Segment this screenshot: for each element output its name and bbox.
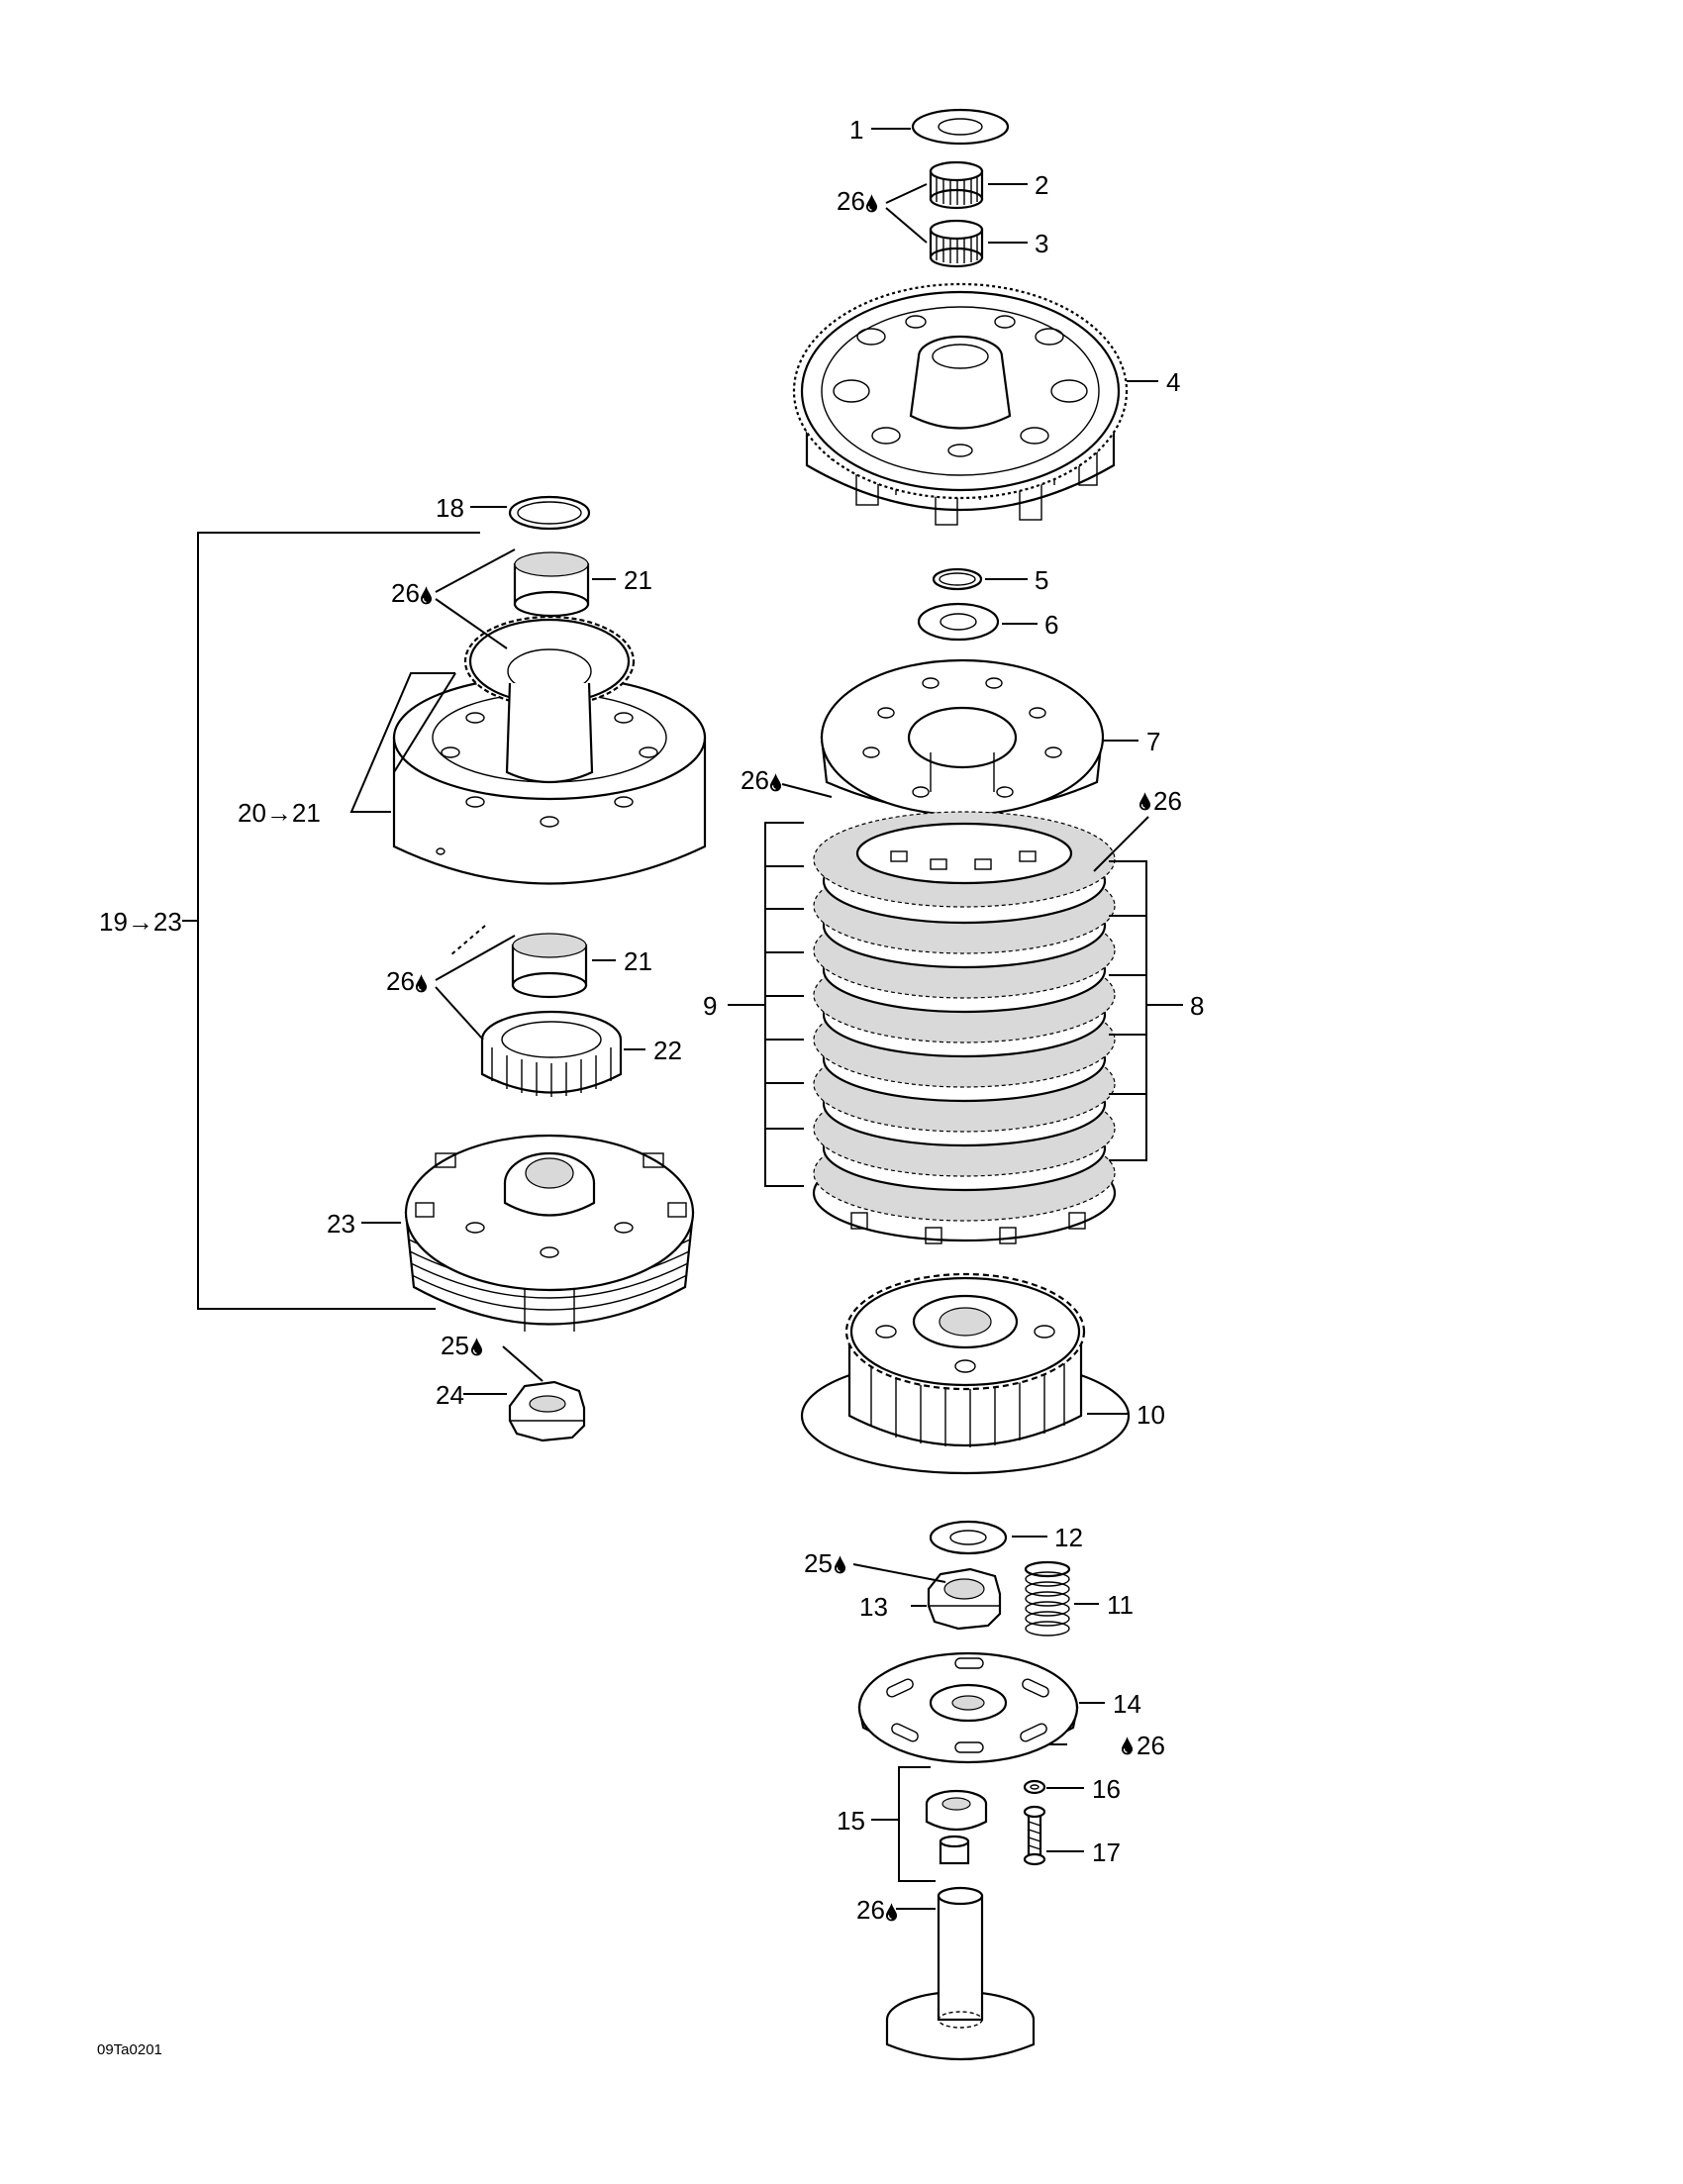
pushrod [885, 1886, 1036, 2061]
part-22-sprag-clutch [480, 1010, 623, 1097]
lubricant-drop-icon [885, 1903, 898, 1922]
lubricant-drop-icon [865, 194, 878, 213]
part-16-washer [1023, 1779, 1046, 1795]
label-19-23: 19→23 [99, 907, 182, 937]
label-16: 16 [1092, 1774, 1121, 1804]
drawing-code: 09Ta0201 [97, 2041, 162, 2058]
part-21-bushing-upper [513, 551, 590, 618]
part-21-bushing-lower [511, 933, 588, 999]
label-20-21: 20→21 [238, 798, 321, 828]
lubricant-drop-icon [769, 773, 782, 792]
label-23: 23 [327, 1209, 355, 1239]
label-21-b: 21 [624, 946, 652, 976]
part-12-washer [929, 1520, 1008, 1555]
part-7-pressure-plate [820, 658, 1105, 817]
label-26-b: 26 [741, 765, 769, 795]
label-26-e: 26 [856, 1895, 885, 1925]
lubricant-drop-icon [834, 1555, 846, 1574]
label-26-f: 26 [391, 578, 420, 608]
label-14: 14 [1113, 1689, 1141, 1719]
part-13-nut [927, 1567, 1002, 1631]
lubricant-drop-icon [1138, 792, 1151, 811]
label-25-b: 25 [804, 1548, 833, 1578]
label-26-c: 26 [1153, 786, 1182, 816]
label-7: 7 [1146, 727, 1160, 756]
label-18: 18 [436, 493, 464, 523]
label-24: 24 [436, 1380, 464, 1410]
part-10-clutch-hub [800, 1272, 1131, 1475]
part-20-starter-drive-gear [392, 615, 707, 885]
part-6-washer [917, 602, 1000, 642]
label-26-a: 26 [837, 186, 865, 216]
part-15-ball-bearing [925, 1789, 988, 1865]
lubricant-drop-icon [415, 974, 428, 993]
label-15: 15 [837, 1806, 865, 1836]
label-9: 9 [703, 991, 717, 1021]
label-1: 1 [849, 115, 863, 145]
part-24-nut [508, 1380, 586, 1442]
part-17-screw [1023, 1805, 1046, 1866]
part-11-spring [1024, 1560, 1071, 1637]
part-14-release-plate [857, 1651, 1079, 1764]
part-3-needle-bearing [929, 219, 984, 268]
label-22: 22 [653, 1036, 682, 1065]
callout-labels: 1 2 3 26 4 5 6 7 26 26 9 8 10 12 25 13 1… [97, 115, 1204, 2058]
label-13: 13 [859, 1592, 888, 1622]
label-21-a: 21 [624, 565, 652, 595]
lubricant-drop-icon [420, 586, 433, 605]
label-2: 2 [1035, 170, 1048, 200]
label-5: 5 [1035, 565, 1048, 595]
lubricant-drop-icon [1121, 1737, 1134, 1755]
label-6: 6 [1044, 610, 1058, 640]
leader-lines [182, 128, 1183, 1910]
label-26-g: 26 [386, 966, 415, 996]
part-23-outer-clutch-assembly [404, 1134, 695, 1332]
part-4-clutch-housing-gear [792, 282, 1129, 526]
label-4: 4 [1166, 367, 1180, 397]
part-2-needle-bearing [929, 160, 984, 210]
part-8-9-clutch-plate-stack [812, 811, 1117, 1244]
part-18-circlip [508, 495, 591, 531]
label-10: 10 [1137, 1400, 1165, 1430]
part-5-circlip [932, 567, 983, 591]
label-26-d: 26 [1137, 1731, 1165, 1760]
part-1-thrust-washer [911, 108, 1010, 146]
label-12: 12 [1054, 1523, 1083, 1552]
lubricant-drop-icon [470, 1338, 483, 1356]
label-25-a: 25 [441, 1331, 469, 1360]
label-17: 17 [1092, 1837, 1121, 1867]
label-3: 3 [1035, 229, 1048, 258]
label-11: 11 [1107, 1590, 1134, 1620]
label-8: 8 [1190, 991, 1204, 1021]
